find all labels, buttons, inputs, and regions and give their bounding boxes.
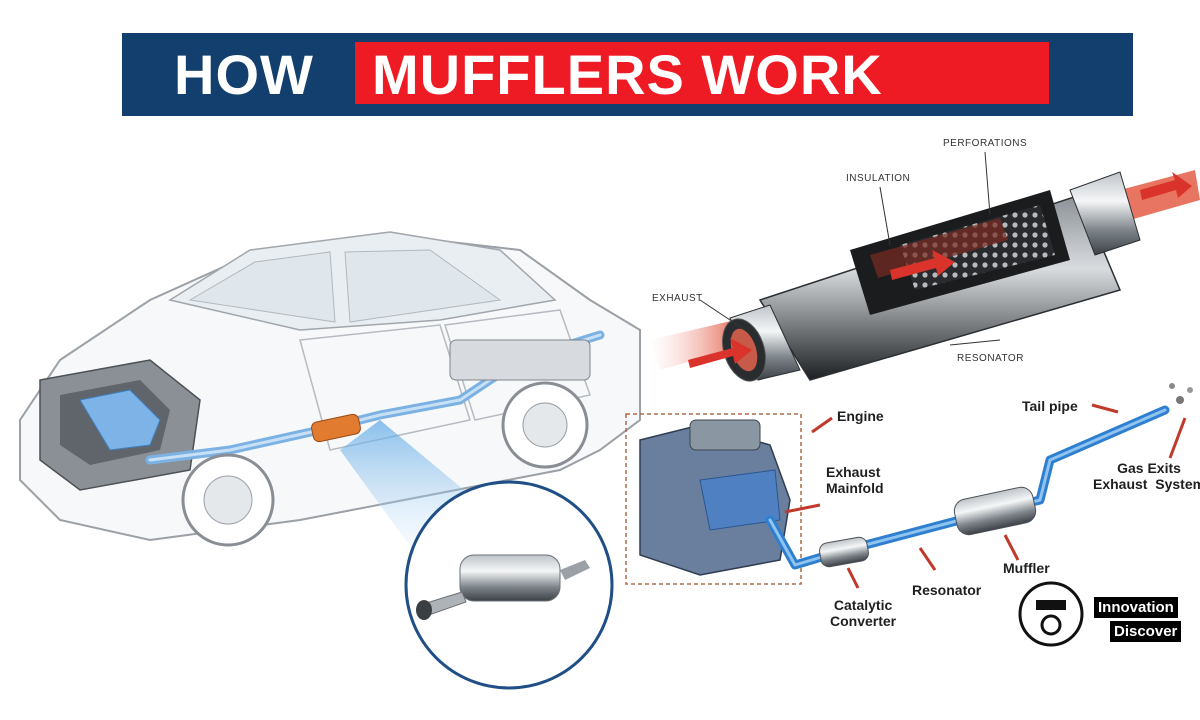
label-exhaust-manifold-line2: Mainfold bbox=[826, 480, 884, 496]
muffler-cutaway bbox=[650, 151, 1200, 382]
label-insulation: INSULATION bbox=[846, 173, 911, 184]
muffler-closeup bbox=[404, 480, 614, 690]
label-muffler: Muffler bbox=[1003, 560, 1050, 576]
label-exhaust: EXHAUST bbox=[652, 293, 703, 304]
label-catalytic-line2: Converter bbox=[830, 613, 897, 629]
label-gas-exits-line2: Exhaust System bbox=[1093, 476, 1200, 492]
label-resonator: Resonator bbox=[912, 582, 982, 598]
brand-line2: Discover bbox=[1110, 621, 1182, 642]
title-part2: MUFFLERS WORK bbox=[372, 43, 883, 106]
car-cutaway bbox=[19, 231, 641, 560]
title-part1: HOW bbox=[174, 43, 314, 106]
exhaust-system bbox=[625, 383, 1193, 589]
label-exhaust-manifold-line1: Exhaust bbox=[826, 464, 881, 480]
label-catalytic-converter: Catalytic Converter bbox=[830, 597, 896, 629]
label-resonator-top: RESONATOR bbox=[957, 353, 1024, 364]
label-exhaust-manifold: Exhaust Mainfold bbox=[826, 464, 884, 496]
engine-frame bbox=[625, 413, 802, 585]
label-catalytic-line1: Catalytic bbox=[833, 597, 893, 613]
label-tail-pipe: Tail pipe bbox=[1022, 398, 1078, 414]
label-engine: Engine bbox=[837, 408, 884, 424]
brand-logo bbox=[1018, 581, 1084, 647]
label-gas-exits: Gas Exits Exhaust System bbox=[1093, 460, 1200, 492]
label-gas-exits-line1: Gas Exits bbox=[1117, 460, 1181, 476]
banner-red-highlight bbox=[355, 42, 1049, 104]
label-perforations: PERFORATIONS bbox=[943, 138, 1028, 149]
brand-line1: Innovation bbox=[1094, 597, 1178, 618]
